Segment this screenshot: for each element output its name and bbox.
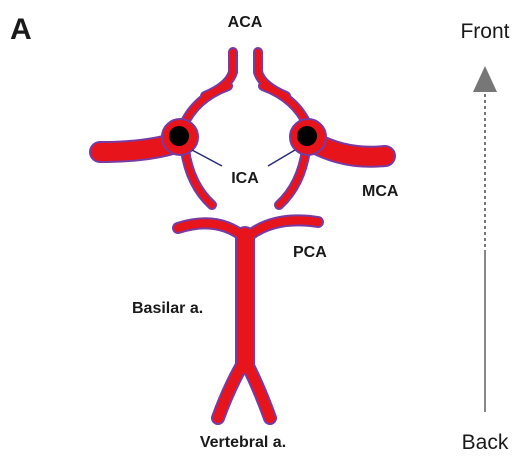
ica-leader-right: [268, 150, 295, 166]
ica-leader-left: [192, 150, 222, 166]
label-mca: MCA: [362, 183, 399, 200]
label-vertebral: Vertebral a.: [200, 434, 286, 451]
ica-right-lumen: [297, 126, 317, 146]
vertebral-right: [245, 360, 270, 418]
vertebral-left: [218, 360, 245, 418]
artery-group: [100, 52, 385, 418]
label-back: Back: [462, 431, 509, 454]
label-ica: ICA: [231, 170, 259, 187]
label-aca: ACA: [228, 14, 263, 31]
artery-fill: [100, 52, 385, 418]
label-front: Front: [460, 20, 509, 43]
arrowhead-up-icon: [473, 66, 497, 92]
ica-left-lumen: [169, 126, 189, 146]
label-basilar: Basilar a.: [132, 300, 203, 317]
label-pca: PCA: [293, 244, 327, 261]
panel-label: A: [10, 13, 32, 46]
orientation-arrow: [473, 66, 497, 412]
